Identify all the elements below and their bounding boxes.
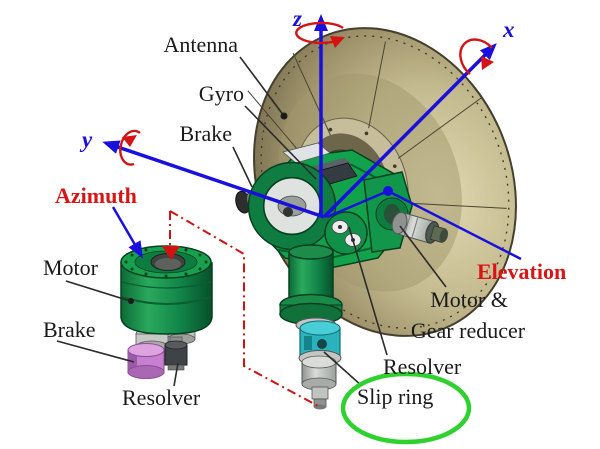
gyro-label: Gyro xyxy=(199,81,244,106)
elevation-label: Elevation xyxy=(477,259,566,284)
coordinate-axes xyxy=(102,14,522,261)
z-rotation-arrow xyxy=(295,21,344,45)
y-axis xyxy=(102,140,325,219)
elevation-axis-dot xyxy=(383,186,393,196)
motor-gear-leader xyxy=(399,225,447,288)
dish-rim-stitching xyxy=(260,35,510,329)
slip-ring-leader xyxy=(323,351,363,387)
rotation-arrows xyxy=(119,21,494,166)
azimuth-motor-label: Motor xyxy=(43,255,99,280)
trunnion-housing xyxy=(324,211,368,255)
azimuth-resolver-label: Resolver xyxy=(122,385,201,410)
x-rotation-arrow xyxy=(459,38,493,75)
antenna-leader xyxy=(239,56,285,117)
slip-ring-label: Slip ring xyxy=(357,384,433,409)
x-axis-label: x xyxy=(502,17,515,42)
leader-lines xyxy=(56,56,447,387)
elevation-resolver-label: Resolver xyxy=(383,354,462,379)
gyro-leader xyxy=(244,105,317,180)
motor-gear-label-line1: Motor & xyxy=(430,287,508,312)
antenna-label: Antenna xyxy=(163,32,238,57)
motor-leader-dot xyxy=(128,298,134,304)
azimuth-pointer-arrow xyxy=(111,206,144,259)
elevation-brake-leader xyxy=(232,146,253,188)
azimuth-brake-pink xyxy=(127,343,165,379)
azimuth-motor-leader xyxy=(65,280,131,302)
azimuth-label: Azimuth xyxy=(55,183,137,208)
azimuth-brake-leader xyxy=(56,340,135,363)
labels: Antenna Gyro Brake Motor Brake Resolver … xyxy=(43,6,566,410)
azimuth-brake-label: Brake xyxy=(43,317,96,342)
motor-gear-label-line2: Gear reducer xyxy=(411,318,526,343)
z-axis-label: z xyxy=(292,6,302,31)
red-down-arrowhead xyxy=(162,246,180,260)
azimuth-resolver-unit xyxy=(164,336,188,371)
azimuth-motor-body xyxy=(120,262,213,335)
pedestal-column xyxy=(279,244,343,410)
elevation-brake-label: Brake xyxy=(179,121,232,146)
slip-ring-highlight-ellipse xyxy=(340,371,472,445)
x-axis xyxy=(322,43,497,219)
antenna-leader-dot xyxy=(280,112,288,120)
elevation-resolver-leader xyxy=(348,226,388,356)
dish-panel-seams xyxy=(247,41,507,209)
azimuth-axis-callout xyxy=(162,210,321,408)
y-axis-label: y xyxy=(79,127,93,152)
azimuth-resolver-leader xyxy=(173,362,179,387)
y-rotation-arrow xyxy=(119,129,141,166)
azimuth-drive-assembly xyxy=(120,245,213,379)
